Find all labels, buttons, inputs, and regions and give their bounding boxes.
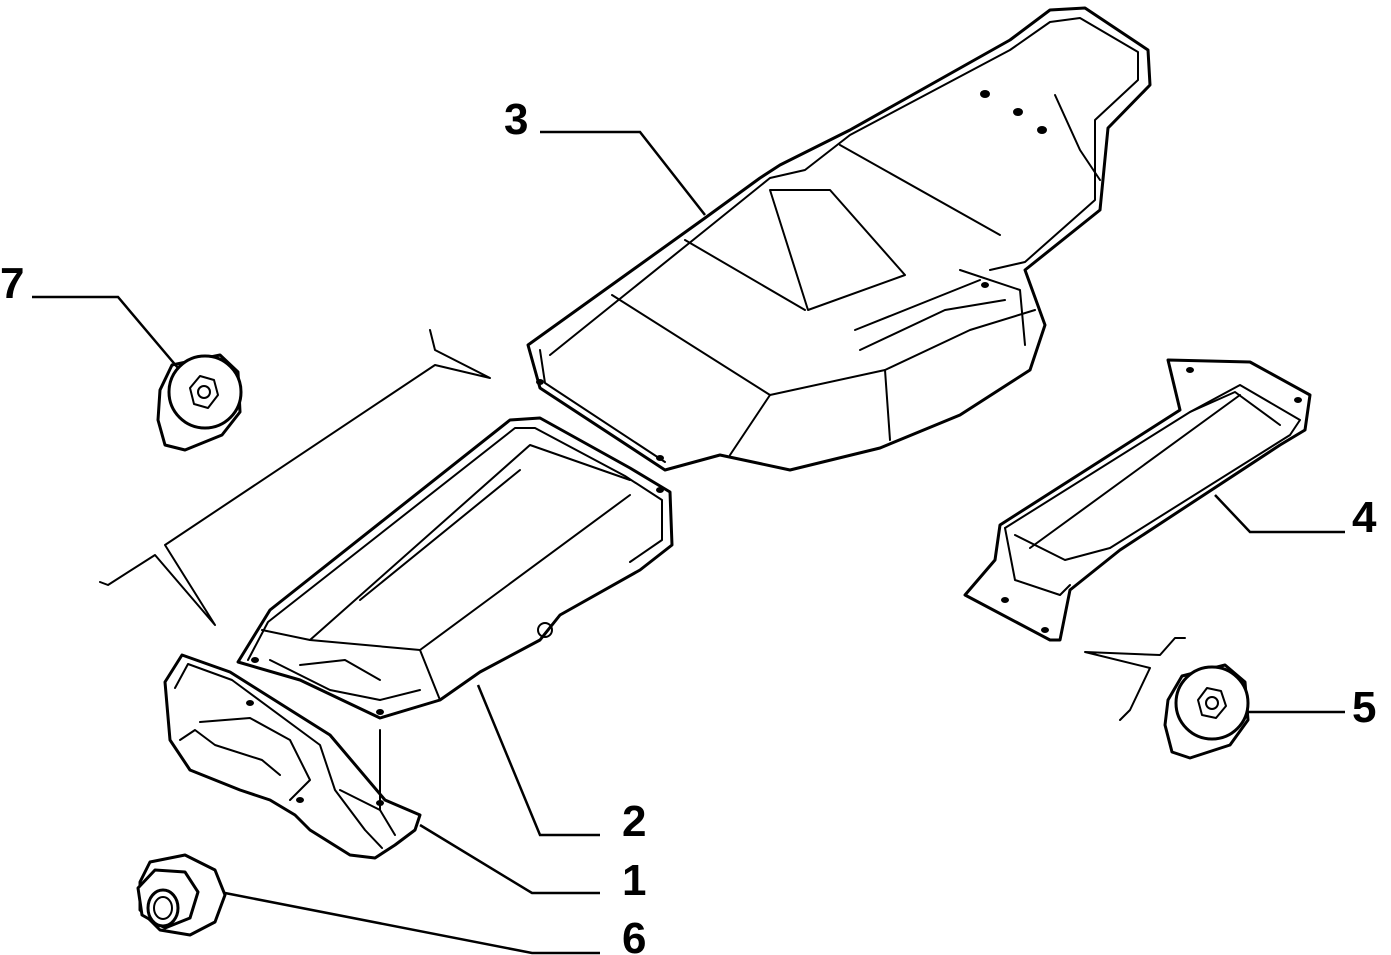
callout-numbers: 3 7 4 5 2 1 6 xyxy=(0,95,1377,955)
callout-5: 5 xyxy=(1352,683,1376,732)
leader-3 xyxy=(540,130,706,216)
part-3-upper-heat-shield xyxy=(526,6,1152,472)
leader-1 xyxy=(419,823,600,895)
leader-6 xyxy=(224,891,600,955)
callout-2: 2 xyxy=(622,797,646,846)
callout-3: 3 xyxy=(504,95,528,144)
leader-7 xyxy=(32,295,179,369)
leader-lines xyxy=(32,130,1345,955)
part-2-center-heat-shield xyxy=(236,416,674,720)
callout-1: 1 xyxy=(622,856,646,905)
callout-6: 6 xyxy=(622,914,646,955)
callout-7: 7 xyxy=(0,259,24,308)
leader-2 xyxy=(476,684,600,837)
assembly-break-lines xyxy=(99,329,1186,721)
part-5-rubber-mount xyxy=(1163,663,1250,760)
callout-4: 4 xyxy=(1352,493,1377,542)
leader-4 xyxy=(1214,494,1345,534)
part-6-hex-flange-nut xyxy=(136,853,227,937)
part-7-rubber-mount xyxy=(156,353,243,452)
part-4-right-heat-shield xyxy=(963,358,1312,642)
part-1-small-bracket-shield xyxy=(163,653,422,860)
